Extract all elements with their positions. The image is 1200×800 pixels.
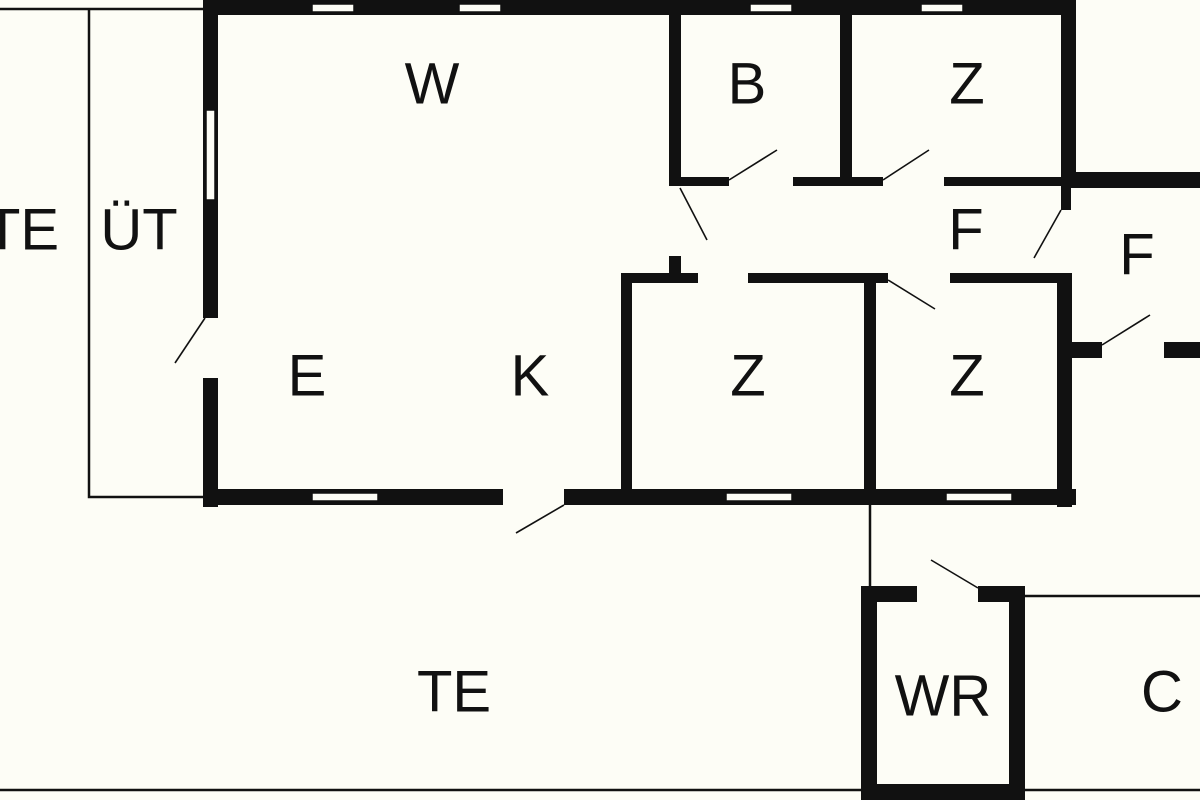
door-main — [515, 504, 565, 534]
room-label-ut: ÜT — [100, 198, 177, 263]
window-w-1 — [311, 3, 355, 13]
wall-hall-top-c — [944, 177, 1076, 186]
wall-left-lower — [203, 378, 218, 507]
door-z-right — [887, 279, 936, 310]
wall-hall-bottom-a — [621, 273, 698, 283]
door-hall-left — [679, 187, 708, 241]
wall-k-z — [621, 273, 632, 505]
wall-hall-top-a — [669, 177, 729, 186]
room-label-z-right: Z — [949, 344, 984, 409]
wall-annex-bottom-a — [1057, 342, 1102, 358]
outline-veranda — [87, 9, 205, 499]
wall-b-z — [840, 15, 852, 186]
window-z-mid — [725, 492, 793, 502]
wall-wr-right — [1009, 586, 1025, 800]
wall-hall-bottom-c — [950, 273, 1072, 283]
thin-outlines — [0, 7, 1200, 792]
wall-wr-left — [861, 586, 877, 800]
room-label-k: K — [511, 344, 550, 409]
wall-top — [203, 0, 1076, 15]
room-label-b: B — [728, 52, 767, 117]
door-veranda — [174, 317, 206, 364]
window-w-2 — [458, 3, 502, 13]
room-label-wr: WR — [895, 664, 992, 729]
window-z-top — [920, 3, 964, 13]
window-left — [205, 109, 216, 201]
wall-annex-bottom-b — [1164, 342, 1200, 358]
room-label-z-top: Z — [949, 52, 984, 117]
wall-right-upper — [1061, 0, 1076, 186]
door-annex — [1033, 209, 1062, 259]
door-b — [728, 149, 778, 181]
doors — [174, 149, 1151, 589]
room-label-e: E — [288, 344, 327, 409]
room-label-te-left: TE — [0, 198, 59, 263]
room-label-w: W — [405, 52, 460, 117]
room-label-c: C — [1141, 660, 1183, 725]
wall-hall-top-b — [793, 177, 883, 186]
wall-z-z — [864, 273, 876, 505]
window-b — [749, 3, 793, 13]
wall-annex-left-upper — [1061, 172, 1071, 210]
door-wr — [930, 559, 979, 589]
room-label-f-hall: F — [948, 198, 983, 263]
door-z-top — [882, 149, 930, 181]
room-label-z-mid: Z — [730, 344, 765, 409]
room-labels: TE ÜT W B Z F F E K Z Z TE WR C — [0, 52, 1183, 729]
wall-w-b — [669, 15, 681, 186]
wall-annex-top — [1061, 172, 1200, 188]
wall-hall-bottom-b — [748, 273, 888, 283]
walls — [203, 0, 1200, 800]
wall-wr-bottom — [861, 784, 1025, 800]
wall-hall-left-stub — [669, 256, 681, 278]
window-z-right — [945, 492, 1013, 502]
room-label-te-bottom: TE — [417, 660, 491, 725]
wall-right-lower — [1057, 278, 1072, 507]
windows — [205, 3, 1013, 502]
window-e — [311, 492, 379, 502]
door-annex-bottom — [1101, 314, 1151, 346]
room-label-f-right: F — [1119, 223, 1154, 288]
